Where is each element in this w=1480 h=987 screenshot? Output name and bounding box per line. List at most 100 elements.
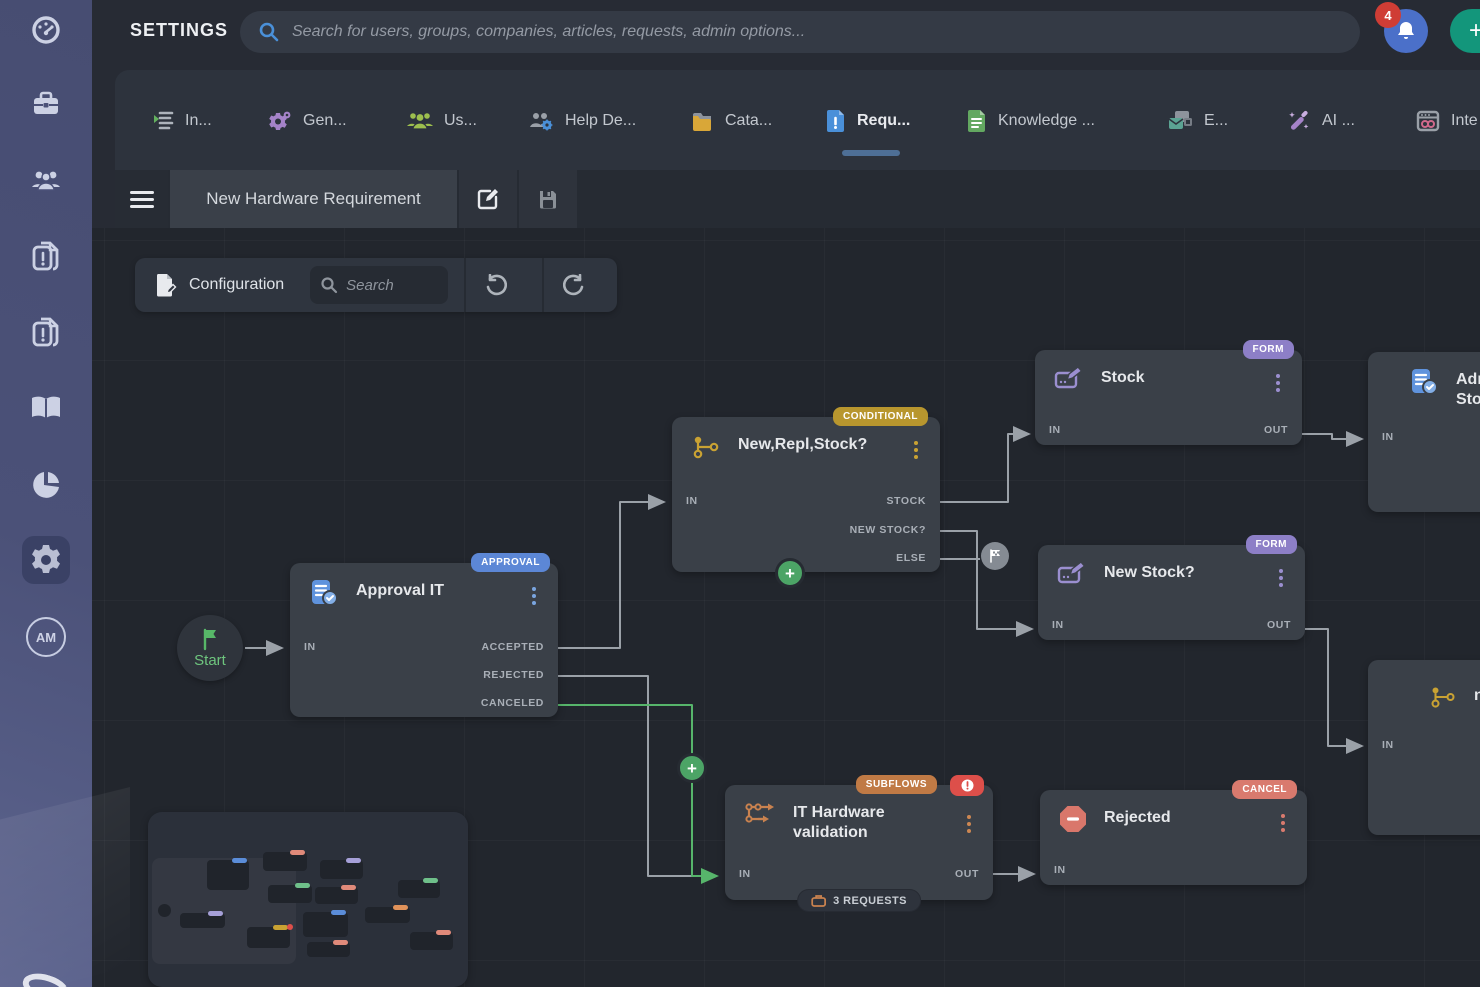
port-in[interactable]: IN — [1052, 619, 1064, 631]
conditional-icon — [693, 436, 719, 459]
dashboard-icon[interactable] — [22, 6, 70, 54]
canvas-search-input[interactable]: Search — [310, 266, 449, 304]
tab-general[interactable]: Gen... — [268, 106, 347, 136]
port-in[interactable]: IN — [1382, 431, 1394, 443]
node-it-hardware-validation[interactable]: SUBFLOWS IT Hardware validation IN OUT 3… — [725, 775, 993, 912]
port-in[interactable]: IN — [1382, 739, 1394, 751]
canvas-search-placeholder: Search — [346, 276, 394, 294]
tab-email[interactable]: E... — [1167, 106, 1228, 136]
node-approval-it[interactable]: APPROVAL Approval IT IN ACCEPTED REJECTE… — [290, 553, 558, 717]
node-rejected[interactable]: CANCEL Rejected IN — [1040, 780, 1307, 885]
menu-button[interactable] — [115, 170, 168, 228]
tab-label: In... — [185, 112, 212, 129]
edit-workflow-button[interactable] — [459, 170, 517, 228]
requests-count-pill[interactable]: 3 REQUESTS — [797, 889, 921, 912]
divider — [464, 258, 467, 312]
gears-icon — [269, 111, 291, 130]
add-node-button[interactable]: + — [677, 753, 707, 783]
gear-icon[interactable] — [22, 536, 70, 584]
documents-icon[interactable] — [22, 232, 70, 280]
tab-users[interactable]: Us... — [407, 106, 477, 136]
port-in[interactable]: IN — [686, 495, 698, 507]
tab-label: E... — [1204, 112, 1229, 129]
port-out-stock[interactable]: STOCK — [886, 495, 926, 507]
avatar[interactable]: AM — [22, 613, 70, 661]
integrations-icon — [1416, 110, 1440, 132]
form-icon — [1054, 366, 1083, 389]
node-type-badge: APPROVAL — [471, 553, 550, 572]
port-out-rejected[interactable]: REJECTED — [483, 669, 544, 681]
node-title: Start — [194, 652, 226, 669]
node-menu-button[interactable] — [914, 441, 918, 459]
node-menu-button[interactable] — [1281, 814, 1285, 832]
port-out-new-stock[interactable]: NEW STOCK? — [849, 524, 926, 536]
tab-requests[interactable]: Requ... — [826, 106, 910, 136]
undo-button[interactable] — [466, 258, 526, 312]
global-search-input[interactable]: Search for users, groups, companies, art… — [240, 11, 1360, 53]
tab-label: Us... — [444, 112, 477, 129]
briefcase-icon[interactable] — [22, 80, 70, 128]
user-groups-icon[interactable] — [22, 156, 70, 204]
save-workflow-button[interactable] — [519, 170, 577, 228]
pie-chart-icon[interactable] — [22, 461, 70, 509]
main-area: SETTINGS Search for users, groups, compa… — [92, 0, 1480, 987]
port-in[interactable]: IN — [1049, 424, 1061, 436]
port-in[interactable]: IN — [1054, 864, 1066, 876]
notifications-button[interactable] — [1384, 9, 1428, 53]
node-start[interactable]: Start — [177, 615, 243, 681]
port-out-else[interactable]: ELSE — [896, 552, 926, 564]
port-in[interactable]: IN — [739, 868, 751, 880]
node-admin-stock[interactable]: AdminStock IN — [1368, 352, 1480, 512]
book-icon[interactable] — [22, 384, 70, 432]
add-node-button[interactable]: + — [775, 558, 805, 588]
node-stock[interactable]: FORM Stock IN OUT — [1035, 340, 1302, 445]
workflow-title-tab[interactable]: New Hardware Requirement — [170, 170, 457, 228]
tab-help-desk[interactable]: Help De... — [528, 106, 636, 136]
node-type-badge: CONDITIONAL — [833, 407, 928, 426]
config-panel: Configuration Search — [135, 258, 617, 312]
node-new-st[interactable]: new st IN — [1368, 660, 1480, 835]
node-new-stock[interactable]: FORM New Stock? IN OUT — [1038, 535, 1305, 640]
active-tab-indicator — [842, 150, 900, 156]
node-title: Rejected — [1104, 809, 1171, 826]
node-menu-button[interactable] — [1279, 569, 1283, 587]
port-out-canceled[interactable]: CANCELED — [480, 697, 544, 709]
redo-icon — [563, 274, 584, 296]
error-badge — [950, 775, 984, 796]
documents-icon[interactable] — [22, 308, 70, 356]
node-menu-button[interactable] — [967, 815, 971, 833]
tab-knowledge[interactable]: Knowledge ... — [967, 106, 1095, 136]
configuration-label[interactable]: Configuration — [189, 276, 285, 293]
node-title: IT Hardware validation — [793, 804, 885, 841]
port-in[interactable]: IN — [304, 641, 316, 653]
port-out[interactable]: OUT — [1267, 619, 1291, 631]
node-new-repl-stock[interactable]: CONDITIONAL New,Repl,Stock? IN STOCK NEW… — [672, 407, 940, 588]
requests-count-label: 3 REQUESTS — [833, 894, 907, 907]
minimap[interactable] — [148, 812, 468, 987]
node-menu-button[interactable] — [532, 587, 536, 605]
tab-inbound[interactable]: In... — [152, 106, 212, 136]
page-title: SETTINGS — [130, 20, 229, 40]
bell-icon — [1398, 22, 1414, 39]
tab-integrations[interactable]: Inte — [1416, 106, 1478, 136]
sidebar-shine — [0, 787, 130, 987]
tab-ai[interactable]: AI ... — [1287, 106, 1355, 136]
port-out[interactable]: OUT — [955, 868, 979, 880]
avatar-initials: AM — [26, 617, 66, 657]
tab-label: AI ... — [1322, 112, 1355, 129]
node-menu-button[interactable] — [1276, 374, 1280, 392]
add-button[interactable]: + — [1450, 9, 1480, 53]
tab-catalog[interactable]: Cata... — [690, 106, 772, 136]
port-out[interactable]: OUT — [1264, 424, 1288, 436]
configuration-doc-icon — [155, 273, 177, 297]
workflow-canvas[interactable]: Configuration Search Start — [92, 228, 1480, 987]
list-start-icon — [154, 111, 174, 130]
node-type-badge: SUBFLOWS — [855, 775, 937, 794]
tab-label: Knowledge ... — [998, 112, 1095, 129]
port-out-accepted[interactable]: ACCEPTED — [481, 641, 544, 653]
tab-label: Requ... — [857, 112, 911, 129]
redo-button[interactable] — [544, 258, 604, 312]
workflow-toolbar: New Hardware Requirement — [115, 170, 1480, 228]
knowledge-doc-icon — [968, 110, 985, 132]
